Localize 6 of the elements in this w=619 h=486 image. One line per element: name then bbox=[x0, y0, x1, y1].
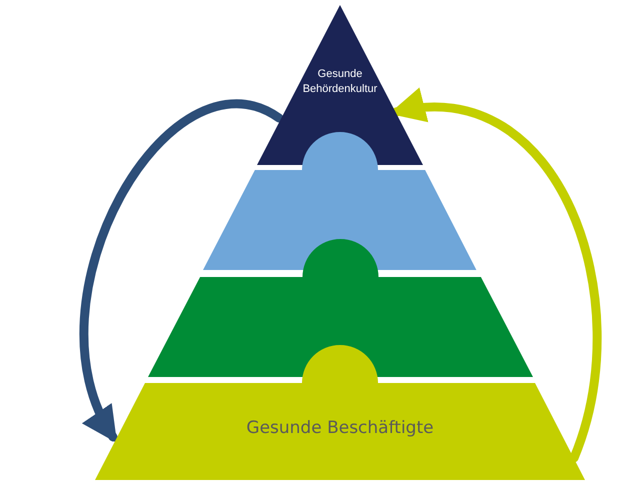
layer-label: Gesunde Behördenkultur bbox=[302, 67, 378, 97]
pyramid-layer bbox=[203, 132, 477, 270]
layer-label: Gesunde Beschäftigte bbox=[245, 417, 435, 440]
pyramid-layer bbox=[148, 239, 532, 378]
pyramid-layer bbox=[95, 345, 585, 480]
curved-arrow bbox=[80, 100, 284, 444]
